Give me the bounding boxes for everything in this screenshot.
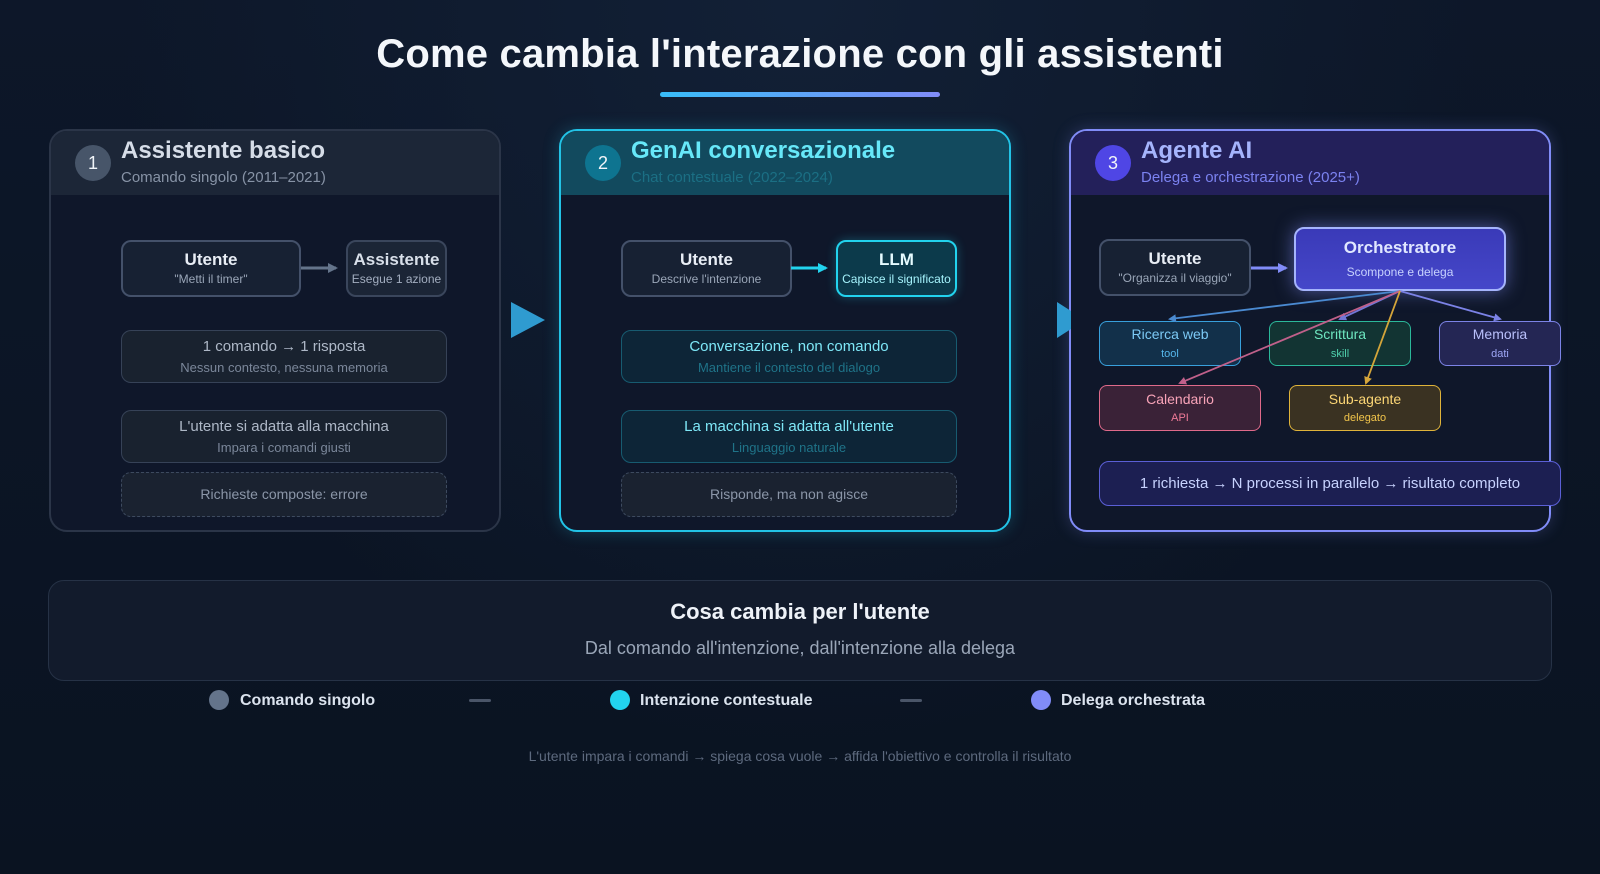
legend-separator — [900, 699, 922, 702]
legend-dot-orchestrated-delegation — [1031, 690, 1051, 710]
panel-title: GenAI conversazionale — [631, 137, 896, 164]
legend-label: Comando singolo — [240, 692, 376, 709]
footer-caption: L'utente impara i comandi → spiega cosa … — [528, 748, 1072, 764]
component-web-search: Ricerca web tool — [1099, 321, 1241, 366]
panel-header: 1 Assistente basico Comando singolo (201… — [51, 131, 499, 195]
note-card: 1 comando → 1 risposta Nessun contesto, … — [121, 330, 447, 383]
panel-title: Agente AI — [1141, 137, 1253, 164]
stage-arrow-2-3 — [1057, 302, 1071, 338]
summary-card: Cosa cambia per l'utente Dal comando all… — [48, 580, 1552, 681]
orchestrator-fanout — [1168, 290, 1502, 385]
step-number-badge: 2 — [585, 145, 621, 181]
note-card: L'utente si adatta alla macchina Impara … — [121, 410, 447, 463]
summary-subtitle: Dal comando all'intenzione, dall'intenzi… — [584, 638, 1016, 658]
title-underline — [660, 92, 940, 97]
panel-subtitle: Chat contestuale (2022–2024) — [631, 169, 833, 186]
legend-label: Delega orchestrata — [1061, 692, 1206, 709]
user-node: Utente Descrive l'intenzione — [621, 240, 792, 297]
step-number-badge: 1 — [75, 145, 111, 181]
assistant-node: Assistente Esegue 1 azione — [346, 240, 447, 297]
panel-header: 3 Agente AI Delega e orchestrazione (202… — [1071, 131, 1549, 195]
limitation-card: Richieste composte: errore — [121, 472, 447, 517]
panel-subtitle: Comando singolo (2011–2021) — [121, 169, 326, 186]
legend-dot-contextual-intent — [610, 690, 630, 710]
panel-subtitle: Delega e orchestrazione (2025+) — [1141, 169, 1360, 186]
panel-title: Assistente basico — [121, 137, 326, 164]
legend-label: Intenzione contestuale — [640, 692, 813, 709]
limitation-card: Risponde, ma non agisce — [621, 472, 957, 517]
result-card: 1 richiesta → N processi in parallelo → … — [1099, 461, 1561, 506]
note-card: La macchina si adatta all'utente Linguag… — [621, 410, 957, 463]
summary-title: Cosa cambia per l'utente — [670, 599, 930, 624]
user-node: Utente "Metti il timer" — [121, 240, 301, 297]
component-calendar: Calendario API — [1099, 385, 1261, 431]
component-memory: Memoria dati — [1439, 321, 1561, 366]
component-writing: Scrittura skill — [1269, 321, 1411, 366]
legend-separator — [469, 699, 491, 702]
user-node: Utente "Organizza il viaggio" — [1099, 239, 1251, 296]
stage-arrow-1-2 — [511, 302, 545, 338]
component-sub-agent: Sub-agente delegato — [1289, 385, 1441, 431]
page-title: Come cambia l'interazione con gli assist… — [376, 32, 1224, 76]
step-number-badge: 3 — [1095, 145, 1131, 181]
panel-conversational-genai: 2 GenAI conversazionale Chat contestuale… — [559, 129, 1011, 532]
llm-node: LLM Capisce il significato — [836, 240, 957, 297]
panel-header: 2 GenAI conversazionale Chat contestuale… — [561, 131, 1009, 195]
legend-dot-single-command — [209, 690, 229, 710]
orchestrator-node: Orchestratore Scompone e delega — [1294, 227, 1506, 291]
panel-basic-assistant: 1 Assistente basico Comando singolo (201… — [49, 129, 501, 532]
note-card: Conversazione, non comando Mantiene il c… — [621, 330, 957, 383]
